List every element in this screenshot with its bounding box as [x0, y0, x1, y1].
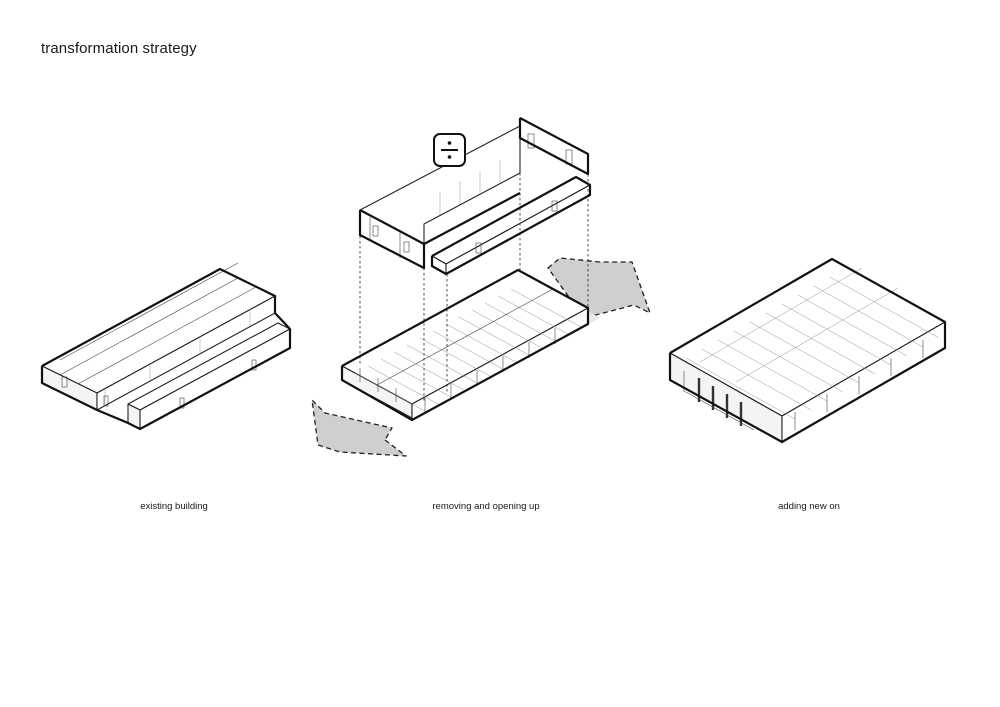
- colonnade-posts: [697, 378, 743, 426]
- existing-building-drawing: [40, 262, 292, 431]
- opening-arrow-left: [311, 399, 407, 457]
- adding-stage-drawing: [668, 257, 947, 444]
- caption-adding-new-on: adding new on: [778, 501, 840, 512]
- removing-stage-drawing: [311, 117, 651, 457]
- caption-removing-and-opening-up: removing and opening up: [432, 501, 540, 512]
- divide-icon: [433, 133, 466, 167]
- caption-existing-building: existing building: [140, 501, 208, 512]
- page-title: transformation strategy: [41, 40, 197, 57]
